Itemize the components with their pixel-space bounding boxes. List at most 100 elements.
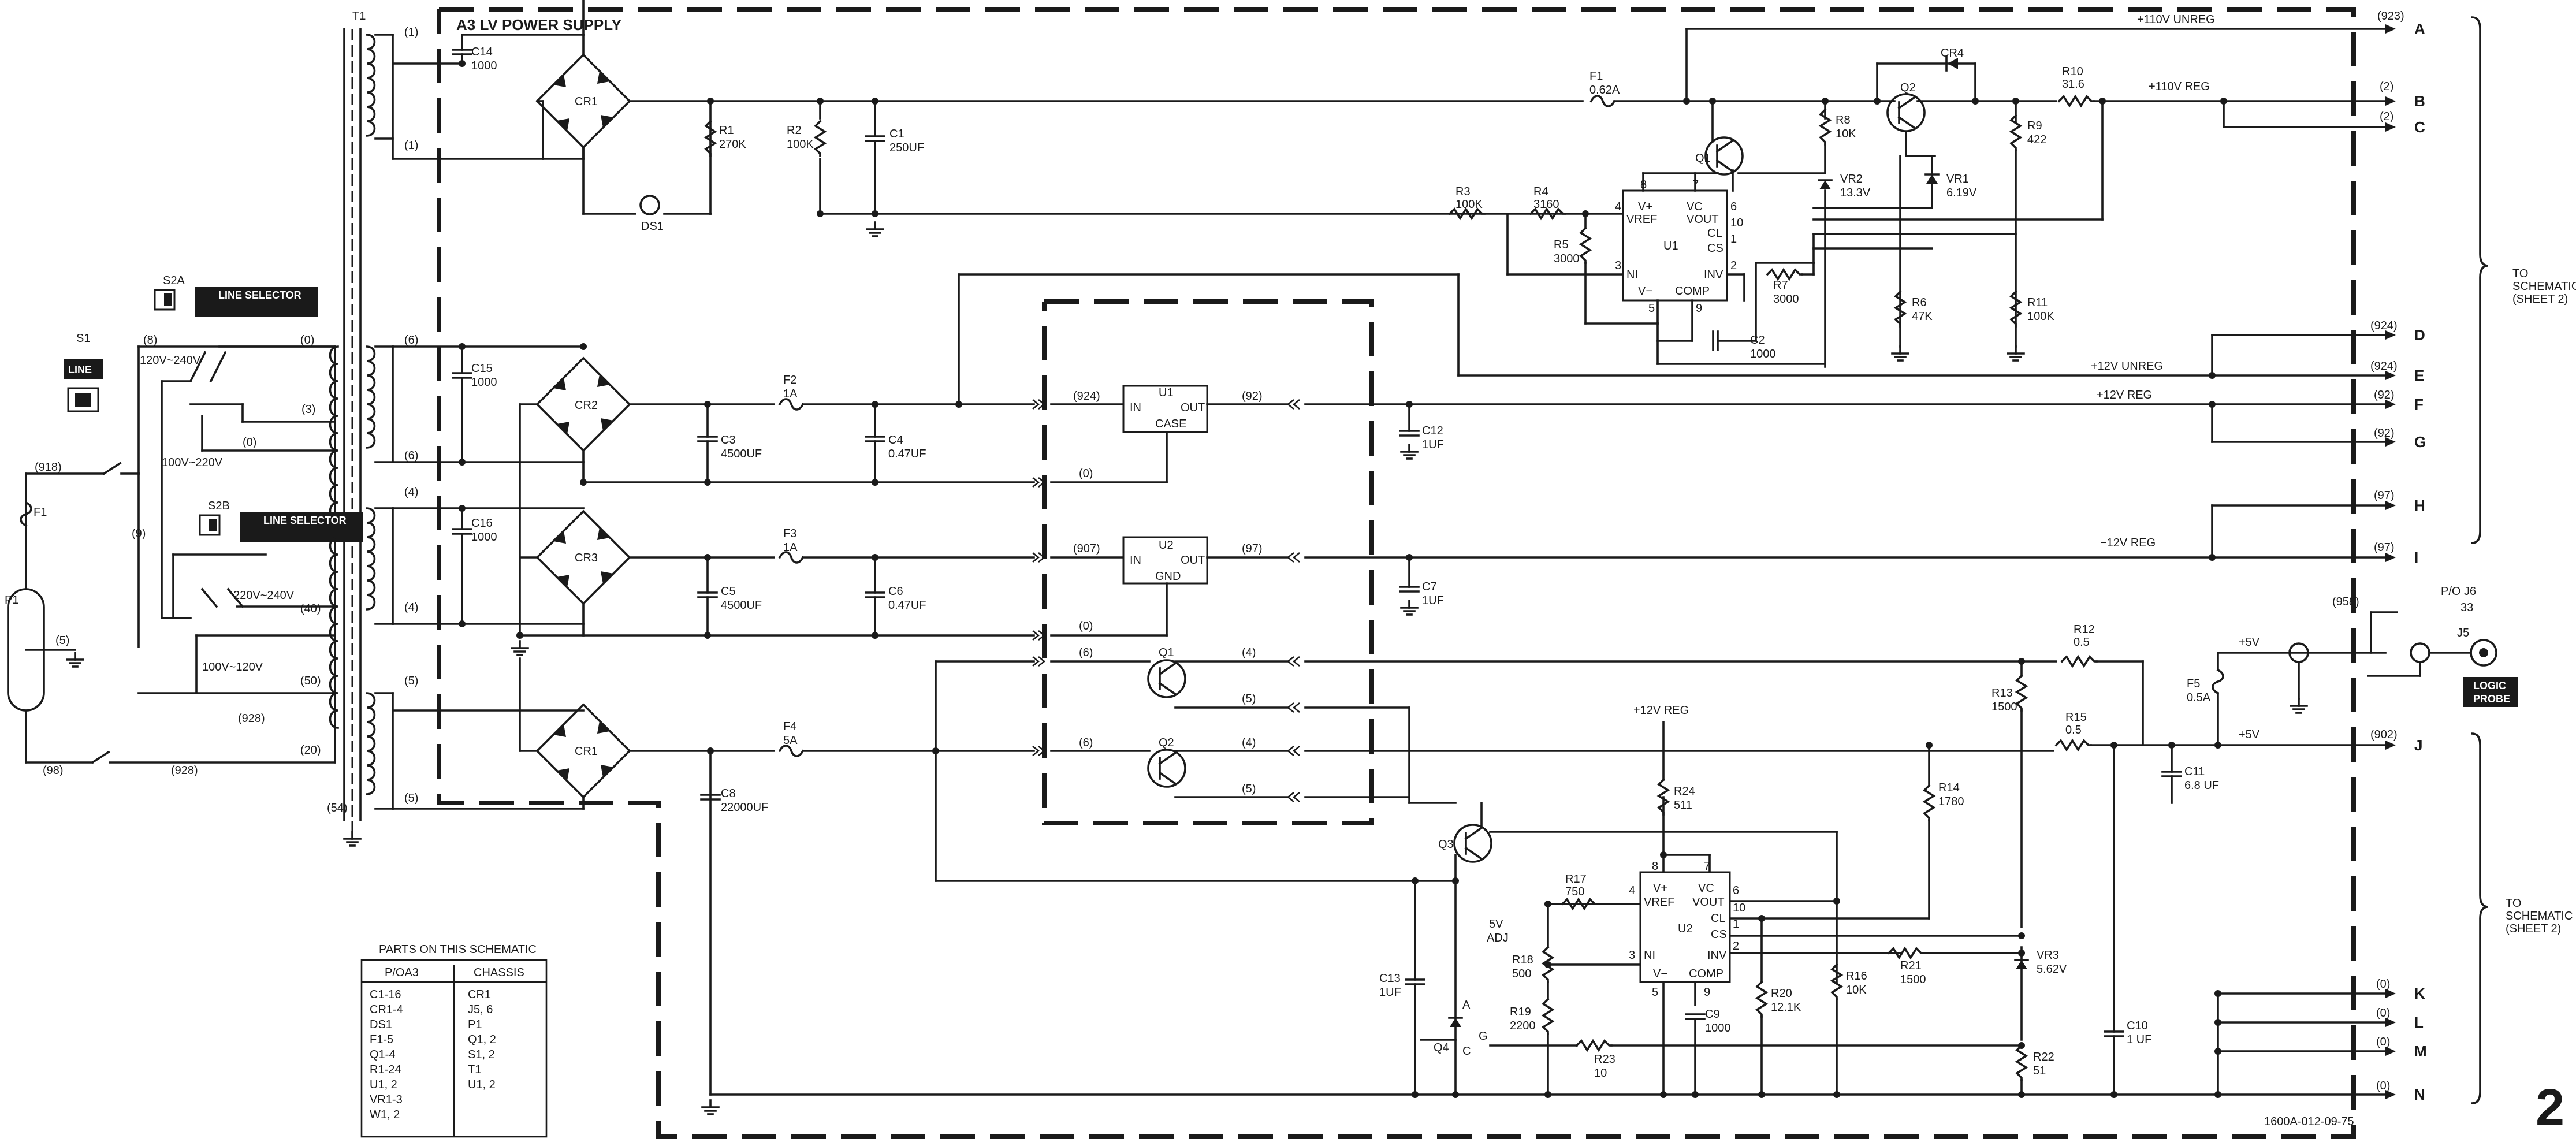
output-arrow-a bbox=[2385, 24, 2396, 34]
line-switch-button bbox=[67, 387, 99, 412]
r14-label: R14 bbox=[1938, 782, 1960, 794]
c14-label: C14 bbox=[471, 46, 493, 58]
r17-label: R17 bbox=[1565, 873, 1587, 885]
u1-vout: VOUT bbox=[1687, 213, 1719, 226]
u2-vminus: V− bbox=[1653, 968, 1667, 980]
s1-label: S1 bbox=[76, 332, 90, 345]
output-g: G bbox=[2414, 433, 2426, 451]
j5-label: J5 bbox=[2457, 627, 2469, 639]
mid-5a: (5) bbox=[1242, 693, 1256, 705]
output-arrow-c bbox=[2385, 122, 2396, 132]
r11-label: R11 bbox=[2027, 296, 2048, 309]
r11-value: 100K bbox=[2027, 310, 2054, 323]
r22-value: 51 bbox=[2033, 1065, 2046, 1077]
q4-anode: A bbox=[1462, 999, 1471, 1011]
u2-pin2: 2 bbox=[1733, 940, 1739, 952]
mid-0a: (0) bbox=[1079, 467, 1093, 480]
f1-label: F1 bbox=[1589, 70, 1603, 83]
junction-dot bbox=[1412, 877, 1419, 884]
junction-dot bbox=[707, 747, 714, 754]
junction-dot bbox=[1412, 1091, 1419, 1098]
r6-label: R6 bbox=[1912, 296, 1927, 309]
u1-pin8: 8 bbox=[1640, 178, 1647, 191]
u2-vout: VOUT bbox=[1692, 896, 1725, 909]
mid-4a: (4) bbox=[1242, 646, 1256, 659]
u1-cl: CL bbox=[1707, 227, 1722, 240]
junction-dot bbox=[1452, 1091, 1459, 1098]
junction-dot bbox=[580, 343, 587, 350]
q1b-label: Q1 bbox=[1159, 646, 1174, 659]
c4-label: C4 bbox=[888, 434, 903, 447]
tap-0b: (0) bbox=[243, 436, 256, 449]
c14-value: 1000 bbox=[471, 59, 497, 72]
parts-table-cell: T1 bbox=[468, 1063, 481, 1076]
cr2-label: CR2 bbox=[575, 399, 598, 412]
w8: (8) bbox=[143, 334, 157, 347]
r14-value: 1780 bbox=[1938, 795, 1964, 808]
c15-value: 1000 bbox=[471, 376, 497, 389]
r2-value: 100K bbox=[787, 138, 814, 151]
p1-label: P1 bbox=[5, 594, 18, 607]
to-label-3: (SHEET 2) bbox=[2512, 293, 2568, 306]
r8-label: R8 bbox=[1836, 114, 1851, 126]
transformer-t1 bbox=[329, 28, 376, 847]
u1-inv: INV bbox=[1704, 269, 1723, 281]
u2-cs: CS bbox=[1711, 928, 1727, 941]
junction-dot bbox=[2018, 932, 2025, 939]
junction-dot bbox=[2168, 742, 2175, 749]
junction-dot bbox=[704, 401, 711, 408]
mid-5b: (5) bbox=[1242, 783, 1256, 795]
f1-value: 0.62A bbox=[1589, 84, 1620, 96]
output-c: C bbox=[2414, 118, 2425, 136]
parts-table-title: PARTS ON THIS SCHEMATIC bbox=[379, 943, 537, 956]
vr1-value: 6.19V bbox=[1946, 187, 1977, 199]
net-923: (923) bbox=[2377, 10, 2404, 23]
to-label-2: SCHEMATIC 2 bbox=[2512, 280, 2576, 293]
output-arrow-g bbox=[2385, 437, 2396, 447]
r13-value: 1500 bbox=[1991, 701, 2017, 713]
r9-value: 422 bbox=[2027, 133, 2046, 146]
ic-u2 bbox=[1639, 871, 1731, 983]
output-a: A bbox=[2414, 20, 2425, 38]
u2-pin8: 8 bbox=[1652, 860, 1658, 873]
junction-dot bbox=[459, 459, 466, 466]
tap-20: (20) bbox=[300, 744, 321, 757]
net-97b: (97) bbox=[2374, 541, 2395, 554]
r19-value: 2200 bbox=[1510, 1020, 1536, 1032]
c2-label: C2 bbox=[1750, 334, 1765, 347]
junction-dot bbox=[2018, 1091, 2025, 1098]
net-97a: (97) bbox=[2374, 489, 2395, 502]
page-number: 2 bbox=[2536, 1079, 2564, 1137]
u2-pin6: 6 bbox=[1733, 884, 1739, 897]
net-0d: (0) bbox=[2376, 1080, 2390, 1092]
t1-label: T1 bbox=[352, 10, 366, 23]
output-i: I bbox=[2414, 549, 2418, 566]
f2-value: 1A bbox=[783, 388, 798, 400]
junction-dot bbox=[2214, 1048, 2221, 1055]
c16-label: C16 bbox=[471, 517, 493, 530]
output-d: D bbox=[2414, 326, 2425, 344]
parts-table-cell: Q1, 2 bbox=[468, 1033, 496, 1046]
f4-value: 5A bbox=[783, 734, 798, 747]
mid-6b: (6) bbox=[1079, 736, 1093, 749]
f5-label: F5 bbox=[2187, 678, 2200, 690]
junction-dot bbox=[1758, 915, 1765, 922]
parts-table: PARTS ON THIS SCHEMATIC P/OA3 CHASSIS C1… bbox=[360, 943, 548, 1138]
r1-value: 270K bbox=[719, 138, 746, 151]
reg1-label: U1 bbox=[1159, 386, 1174, 399]
junction-dot bbox=[1833, 898, 1840, 905]
r6-value: 47K bbox=[1912, 310, 1933, 323]
u1-pin9: 9 bbox=[1696, 302, 1702, 315]
parts-table-cell: R1-24 bbox=[370, 1063, 401, 1076]
q4-label: Q4 bbox=[1434, 1041, 1449, 1054]
r23-value: 10 bbox=[1594, 1067, 1607, 1080]
u2-vc: VC bbox=[1698, 882, 1714, 895]
junction-dot bbox=[1758, 1091, 1765, 1098]
output-j: J bbox=[2414, 736, 2422, 754]
c13-label: C13 bbox=[1379, 972, 1401, 985]
c8-label: C8 bbox=[721, 787, 736, 800]
c10-label: C10 bbox=[2127, 1020, 2148, 1032]
r23-label: R23 bbox=[1594, 1053, 1615, 1066]
